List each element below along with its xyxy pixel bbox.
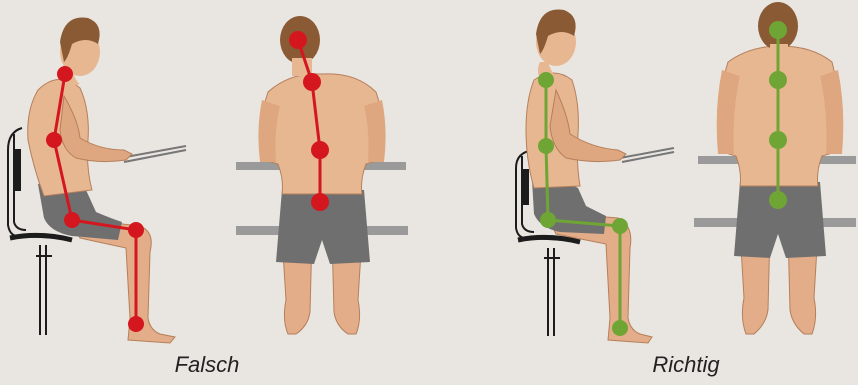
upright-body (526, 10, 652, 344)
marker-dot (303, 73, 321, 91)
back-view-straight-figure (694, 2, 856, 334)
marker-dot (46, 132, 62, 148)
marker-dot (128, 316, 144, 332)
marker-dot (612, 218, 628, 234)
marker-dot (769, 191, 787, 209)
side-view-slouched-figure (8, 18, 186, 344)
marker-dot (540, 212, 556, 228)
marker-dot (289, 31, 307, 49)
side-view-upright-figure (516, 10, 674, 344)
marker-dot (538, 72, 554, 88)
marker-dot (538, 138, 554, 154)
marker-dot (769, 131, 787, 149)
back-view-curved-figure (236, 16, 408, 334)
marker-dot (612, 320, 628, 336)
caption-wrong: Falsch (107, 352, 307, 378)
marker-dot (57, 66, 73, 82)
marker-dot (311, 141, 329, 159)
marker-dot (128, 222, 144, 238)
head (536, 10, 576, 81)
desk-top (620, 148, 674, 162)
marker-dot (769, 21, 787, 39)
marker-dot (769, 71, 787, 89)
caption-right: Richtig (586, 352, 786, 378)
slouched-body (28, 18, 175, 344)
marker-dot (311, 193, 329, 211)
marker-dot (64, 212, 80, 228)
